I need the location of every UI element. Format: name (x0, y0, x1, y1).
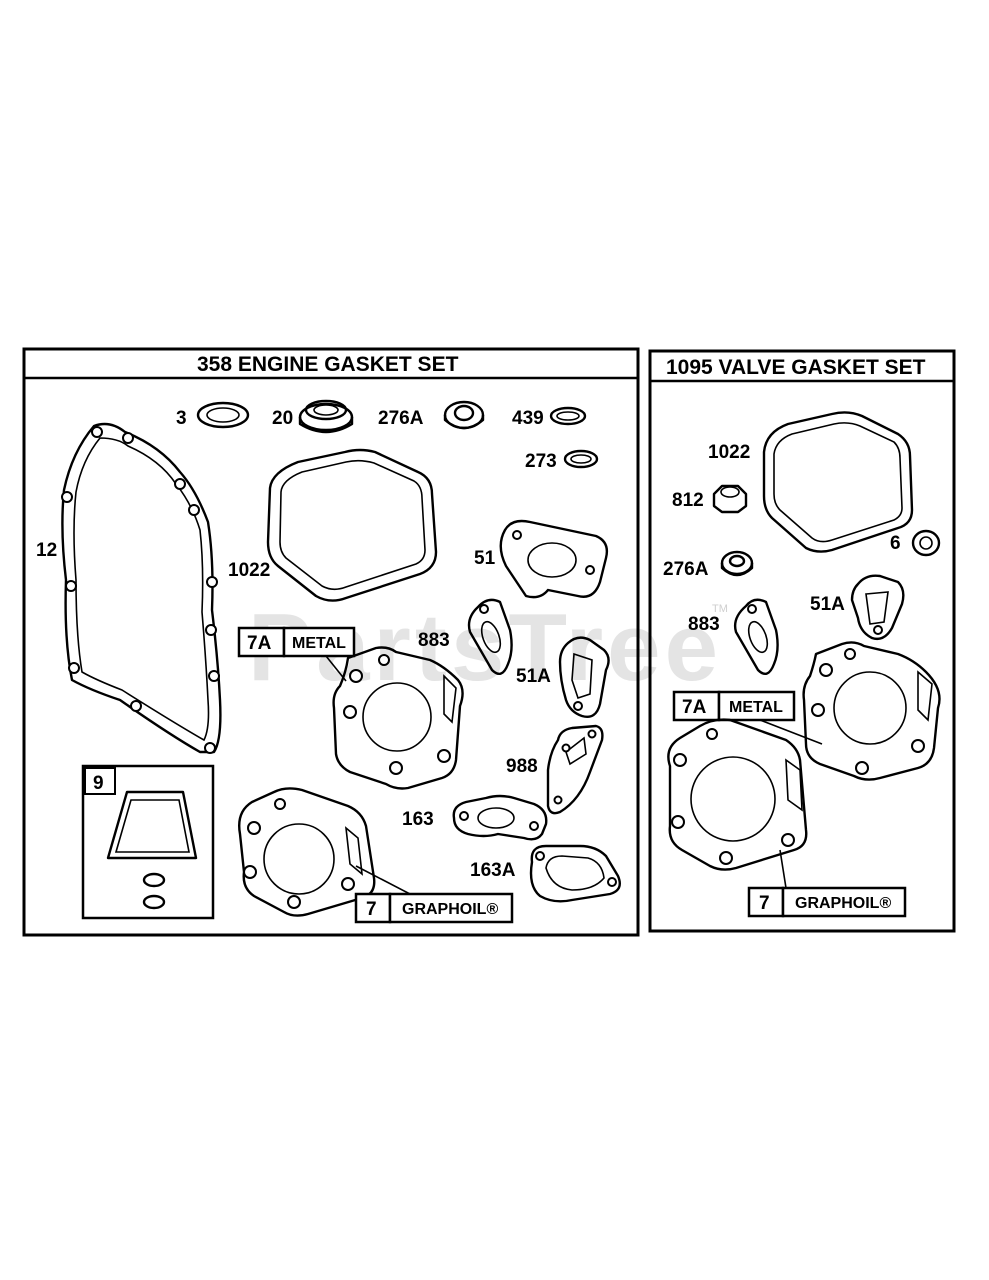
part-label-6: 6 (890, 533, 901, 554)
callout-7a-metal-left: 7A METAL (237, 626, 356, 658)
part-883-gasket-right (733, 598, 779, 676)
part-label-883-left: 883 (418, 630, 450, 651)
valve-gasket-set-panel: 1095 VALVE GASKET SET 1022 812 6 276A (648, 349, 956, 933)
part-163-gasket (452, 794, 548, 841)
engine-gasket-set-panel: 358 ENGINE GASKET SET 3 20 276A 439 (22, 347, 640, 937)
part-label-883-right: 883 (688, 614, 720, 635)
part-3-oil-seal (196, 401, 250, 429)
part-51-intake-gasket (499, 519, 609, 599)
part-7-graphoil-head-gasket (238, 787, 376, 917)
part-label-276a-right: 276A (663, 559, 709, 580)
part-label-51: 51 (474, 548, 496, 569)
part-label-1022-right: 1022 (708, 442, 750, 463)
callout-7-number-left: 7 (366, 899, 377, 920)
callout-metal-label-left: METAL (292, 635, 346, 652)
part-label-9: 9 (93, 773, 104, 794)
part-7-graphoil-head-gasket-right (667, 718, 808, 871)
callout-7-graphoil-left: 7 GRAPHOIL® (354, 892, 514, 924)
part-label-812: 812 (672, 490, 704, 511)
part-6-seal (911, 529, 941, 557)
part-439-o-ring (549, 406, 587, 426)
part-label-1022-left: 1022 (228, 560, 270, 581)
part-label-273: 273 (525, 451, 557, 472)
part-label-988: 988 (506, 756, 538, 777)
part-7a-metal-head-gasket-right (802, 641, 941, 781)
callout-metal-label-right: METAL (729, 699, 783, 716)
part-812-nut (712, 484, 748, 514)
part-label-12: 12 (36, 540, 57, 561)
part-51a-gasket-right (850, 574, 905, 641)
part-51a-gasket (558, 636, 610, 718)
callout-7a-number-right: 7A (682, 697, 707, 718)
part-20-seal (298, 399, 354, 434)
part-label-163: 163 (402, 809, 434, 830)
part-label-20: 20 (272, 408, 293, 429)
part-label-276a: 276A (378, 408, 424, 429)
part-label-3: 3 (176, 408, 187, 429)
part-988-gasket (546, 724, 604, 815)
part-1022-valve-cover-gasket (266, 448, 438, 602)
part-276a-seal (443, 400, 485, 430)
callout-7a-number-left: 7A (247, 633, 272, 654)
valve-gasket-set-title: 1095 VALVE GASKET SET (666, 356, 926, 379)
watermark-trademark: TM (712, 603, 728, 615)
part-7a-metal-head-gasket (332, 646, 464, 790)
callout-graphoil-label-right: GRAPHOIL® (795, 895, 891, 912)
callout-7a-metal-right: 7A METAL (672, 690, 796, 722)
part-9-inset: 9 (81, 764, 215, 920)
part-273-o-ring (563, 449, 599, 469)
part-1022-valve-cover-gasket-right (762, 411, 914, 553)
part-label-51a-right: 51A (810, 594, 845, 615)
part-label-51a-left: 51A (516, 666, 551, 687)
callout-7-number-right: 7 (759, 893, 770, 914)
part-label-439: 439 (512, 408, 544, 429)
part-883-gasket (467, 598, 513, 676)
part-163a-gasket (529, 844, 621, 903)
part-276a-seal-right (720, 550, 754, 577)
engine-gasket-set-title: 358 ENGINE GASKET SET (197, 353, 459, 376)
callout-7-graphoil-right: 7 GRAPHOIL® (747, 886, 907, 918)
callout-graphoil-label-left: GRAPHOIL® (402, 901, 498, 918)
part-label-163a: 163A (470, 860, 516, 881)
part-12-crankcase-gasket (61, 422, 222, 754)
